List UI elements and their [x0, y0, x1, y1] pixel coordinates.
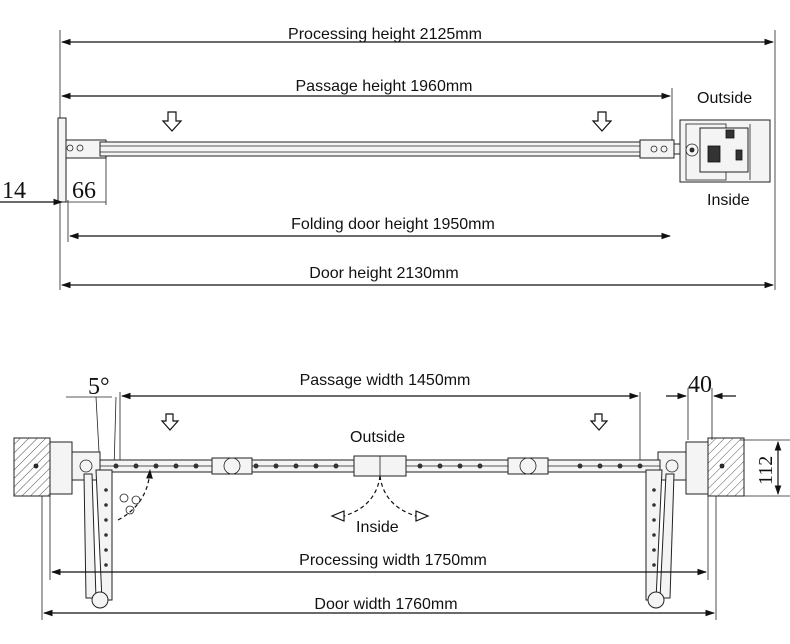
folding-door-height-dimension: Folding door height 1950mm [67, 200, 671, 242]
dim-14-label: 14 [2, 178, 26, 204]
down-arrow-icon [161, 111, 183, 132]
dim-40: 40 [666, 372, 736, 440]
folding-door-height-label: Folding door height 1950mm [291, 216, 495, 233]
rotation-arc [117, 469, 153, 521]
top-view: Processing height 2125mm Passage height … [0, 26, 776, 290]
right-wall [707, 437, 745, 497]
processing-height-dimension: Processing height 2125mm [59, 26, 776, 290]
door-height-dimension: Door height 2130mm [61, 265, 774, 289]
processing-height-label: Processing height 2125mm [288, 26, 482, 43]
passage-width-label: Passage width 1450mm [300, 372, 471, 389]
down-arrow-icon [591, 111, 613, 132]
bottom-inside-label: Inside [356, 519, 399, 536]
dim-66-label: 66 [72, 178, 96, 204]
down-arrow-icon [160, 413, 180, 431]
door-width-dimension: Door width 1760mm [41, 496, 717, 620]
small-offset-dimension: 14 66 [0, 158, 107, 206]
lock-box [679, 119, 771, 183]
dim-112-label: 112 [755, 456, 777, 485]
door-height-label: Door height 2130mm [309, 265, 458, 282]
bottom-outside-label: Outside [350, 429, 405, 446]
door-rail-profile [57, 117, 685, 203]
processing-width-dimension: Processing width 1750mm [49, 494, 709, 580]
passage-width-dimension: Passage width 1450mm [119, 372, 641, 460]
top-outside-label: Outside [697, 90, 752, 107]
dim-40-label: 40 [688, 372, 712, 398]
left-swing-arm [83, 469, 113, 609]
dim-112: 112 [740, 439, 790, 497]
passage-height-label: Passage height 1960mm [296, 78, 473, 95]
angle-annotation: 5° [66, 374, 117, 471]
processing-width-label: Processing width 1750mm [299, 552, 487, 569]
top-inside-label: Inside [707, 192, 750, 209]
left-wall [13, 437, 51, 497]
folding-door-panel [99, 455, 661, 477]
door-width-label: Door width 1760mm [314, 596, 457, 613]
down-arrow-icon [589, 413, 609, 431]
bottom-view: 5° Passage width 1450mm 40 112 [13, 372, 790, 620]
panel-holes [113, 463, 643, 469]
right-swing-arm [645, 469, 675, 609]
passage-height-dimension: Passage height 1960mm [61, 78, 673, 140]
angle-label: 5° [88, 374, 110, 400]
opening-swing-arrows [330, 475, 430, 522]
